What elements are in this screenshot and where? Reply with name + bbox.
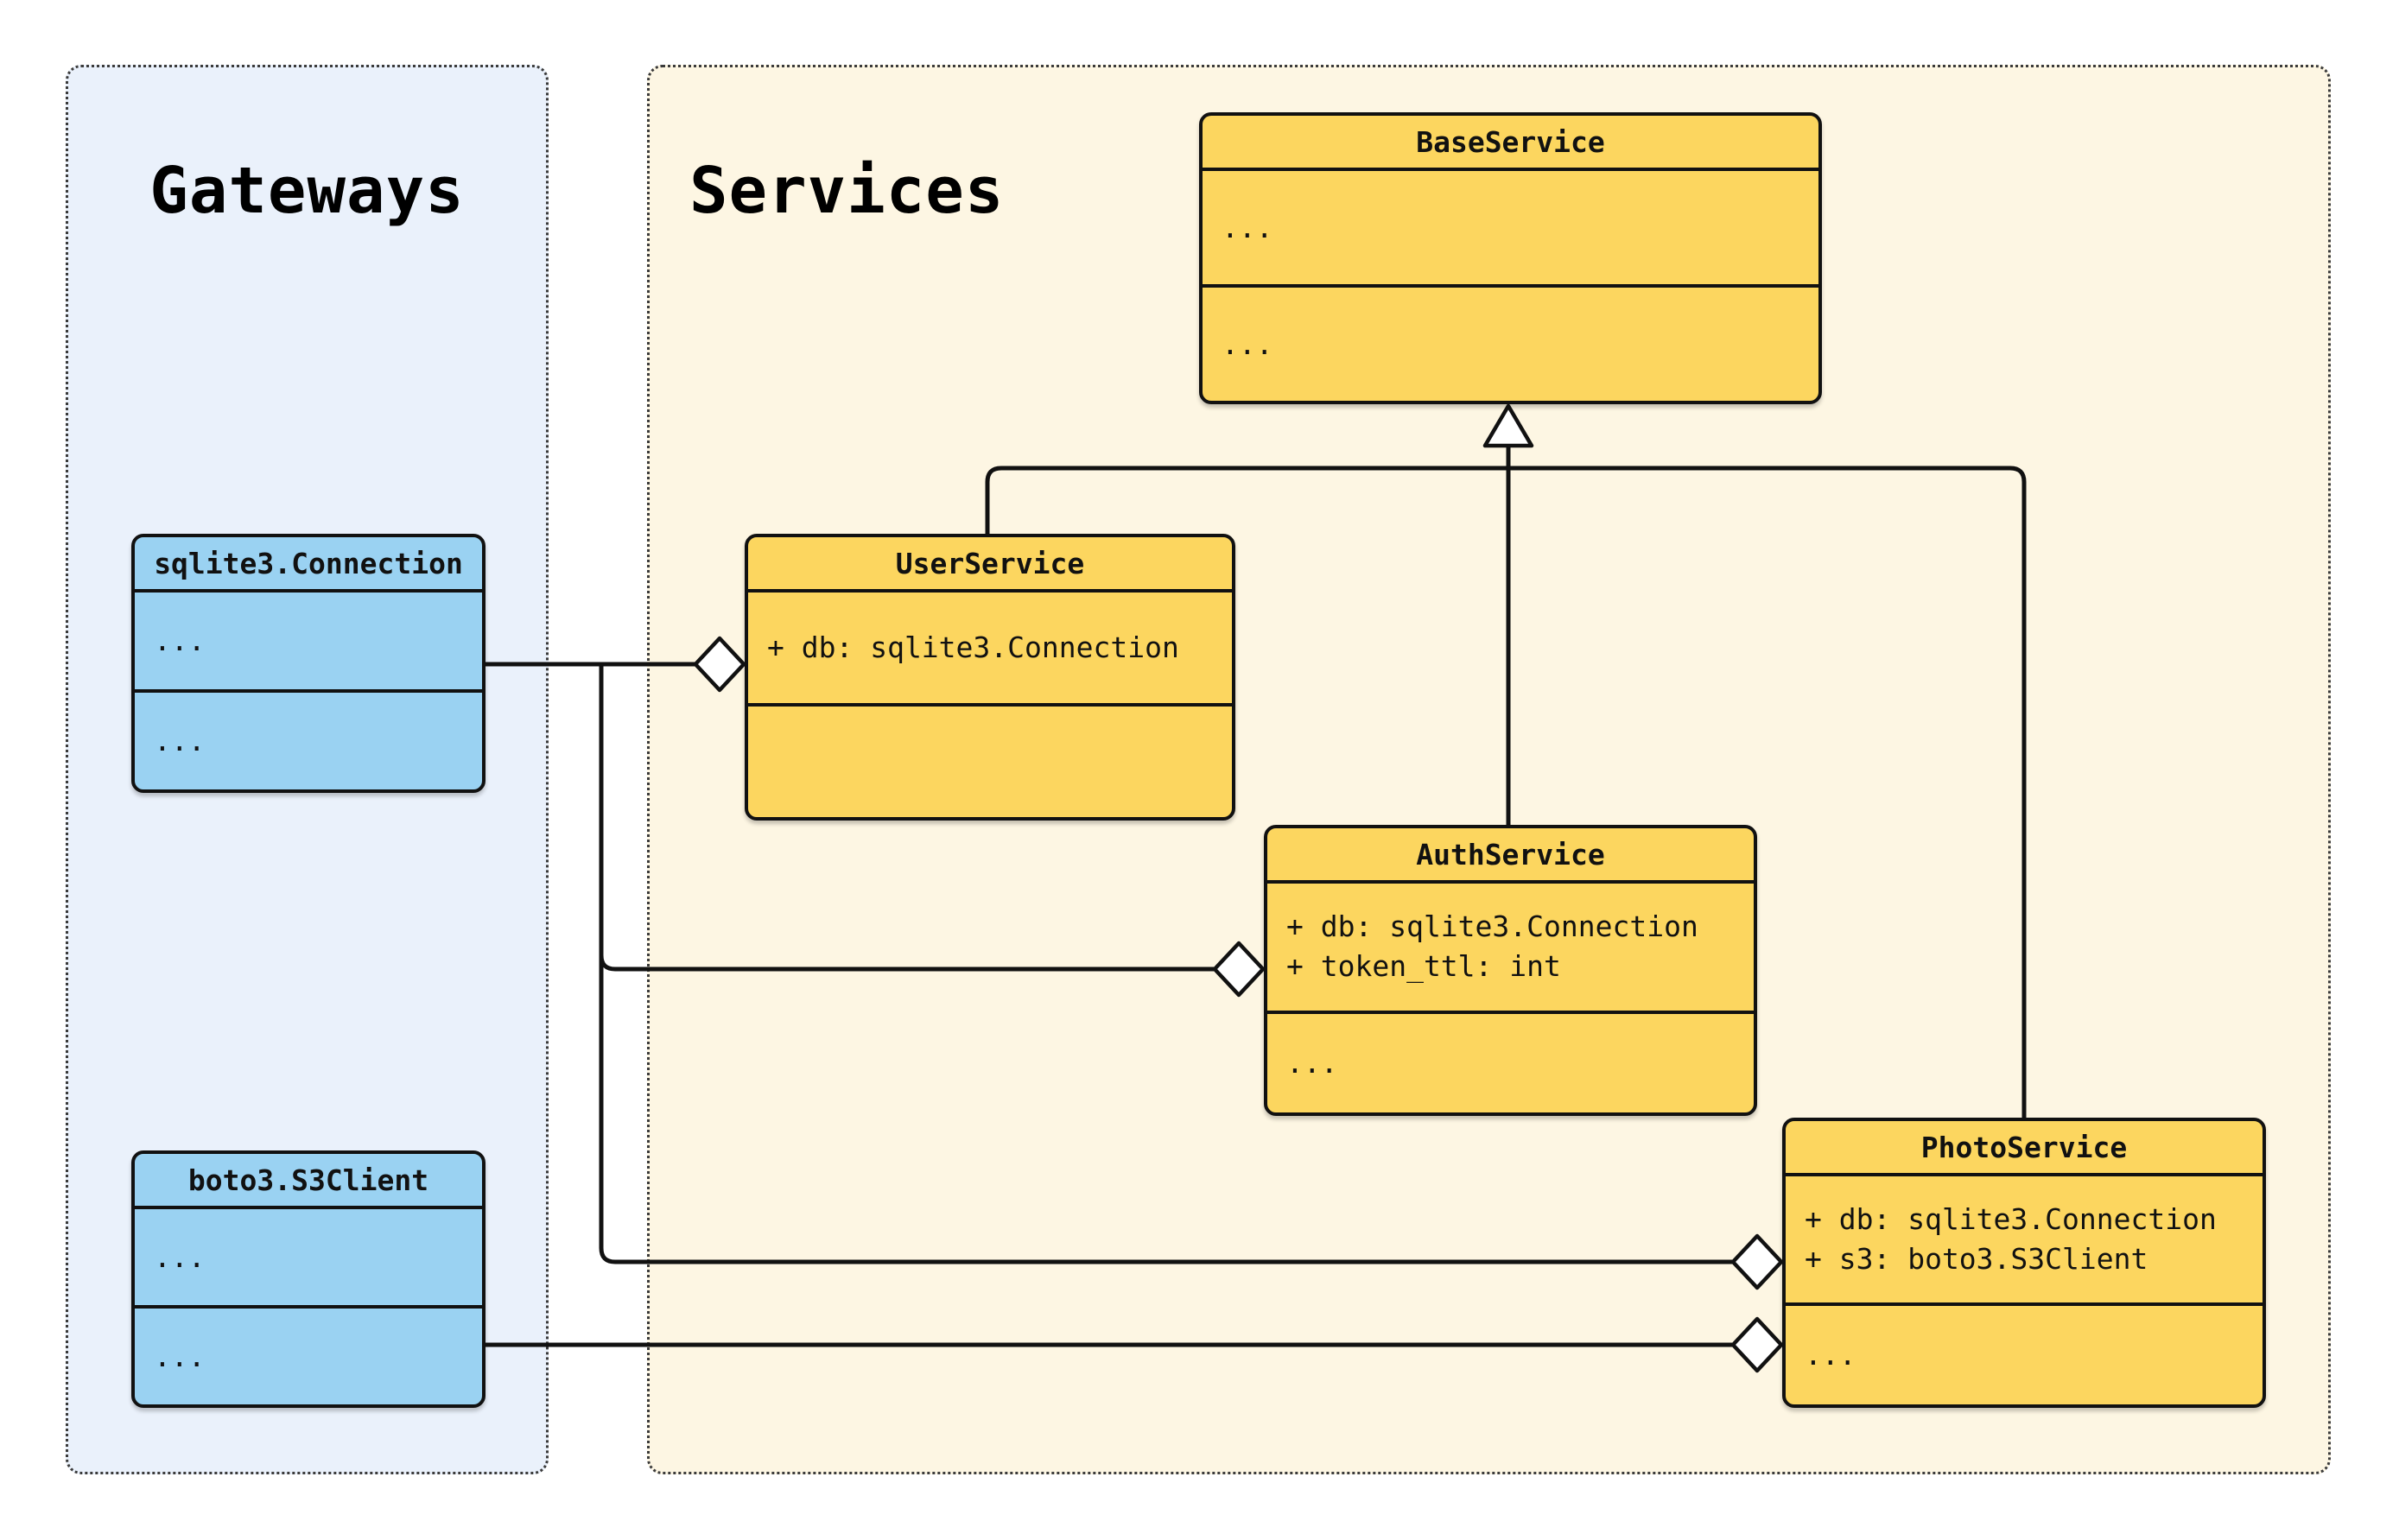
class-methods-boto3-s3client: ... (135, 1305, 482, 1404)
class-methods-baseservice: ... (1203, 284, 1818, 401)
class-title-photoservice: PhotoService (1920, 1130, 2128, 1164)
attribute-line: ... (154, 1239, 206, 1274)
class-title-authservice: AuthService (1416, 837, 1605, 871)
class-box-authservice: AuthService + db: sqlite3.Connection + t… (1264, 825, 1757, 1116)
class-title-boto3-s3client: boto3.S3Client (187, 1163, 429, 1197)
method-line: ... (1222, 326, 1273, 361)
class-methods-photoservice: ... (1786, 1302, 2263, 1404)
class-attributes-baseservice: ... (1203, 168, 1818, 284)
class-box-baseservice: BaseService ... ... (1199, 112, 1822, 404)
edge-inheritance-bus (985, 466, 2027, 1118)
class-box-photoservice: PhotoService + db: sqlite3.Connection + … (1782, 1118, 2266, 1408)
class-attributes-photoservice: + db: sqlite3.Connection + s3: boto3.S3C… (1786, 1173, 2263, 1302)
edge-sqlite-to-authservice (599, 954, 1214, 972)
class-attributes-userservice: + db: sqlite3.Connection (748, 589, 1232, 703)
attribute-line: + s3: boto3.S3Client (1805, 1241, 2148, 1276)
class-methods-authservice: ... (1267, 1010, 1754, 1112)
attribute-line: + token_ttl: int (1286, 949, 1561, 984)
attribute-line: ... (1222, 210, 1273, 244)
class-title-sqlite-connection: sqlite3.Connection (154, 546, 463, 580)
class-title-baseservice: BaseService (1416, 124, 1605, 159)
inheritance-triangle-icon (1482, 403, 1534, 448)
aggregation-diamond-photoservice-s3-icon (1730, 1316, 1784, 1373)
aggregation-diamond-userservice-icon (693, 636, 746, 693)
class-methods-userservice (748, 703, 1232, 817)
method-line: ... (1805, 1337, 1856, 1372)
class-title-userservice: UserService (895, 546, 1085, 580)
class-box-sqlite-connection: sqlite3.Connection ... ... (131, 534, 486, 793)
class-attributes-sqlite-connection: ... (135, 589, 482, 689)
class-box-boto3-s3client: boto3.S3Client ... ... (131, 1150, 486, 1408)
attribute-line: + db: sqlite3.Connection (767, 631, 1179, 664)
edge-sqlite-to-photoservice (599, 664, 1732, 1264)
method-line: ... (154, 1339, 206, 1373)
class-box-userservice: UserService + db: sqlite3.Connection (745, 534, 1235, 821)
class-methods-sqlite-connection: ... (135, 689, 482, 789)
method-line: ... (154, 724, 206, 757)
services-title: Services (689, 154, 1005, 228)
class-attributes-boto3-s3client: ... (135, 1206, 482, 1305)
aggregation-diamond-photoservice-db-icon (1730, 1233, 1784, 1290)
class-attributes-authservice: + db: sqlite3.Connection + token_ttl: in… (1267, 880, 1754, 1011)
attribute-line: + db: sqlite3.Connection (1286, 909, 1698, 944)
attribute-line: ... (154, 624, 206, 657)
gateways-title: Gateways (149, 154, 465, 228)
attribute-line: + db: sqlite3.Connection (1805, 1201, 2217, 1236)
method-line: ... (1286, 1045, 1338, 1080)
aggregation-diamond-authservice-icon (1212, 941, 1266, 998)
